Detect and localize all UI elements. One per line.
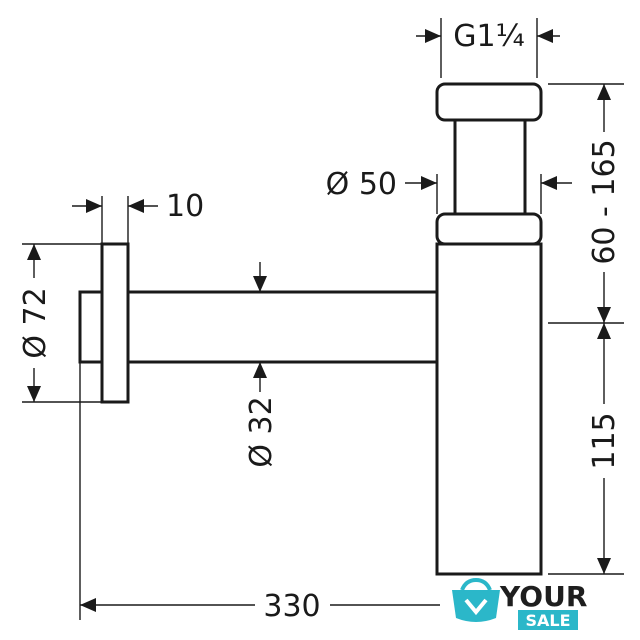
label-flange-diameter: Ø 72 (18, 287, 53, 358)
yoursale-logo: YOUR SALE (452, 577, 587, 630)
trap-body (435, 242, 543, 576)
trap-collar (435, 212, 543, 246)
trap-top-nut (435, 82, 543, 122)
dim-thread: G1¼ (416, 18, 560, 78)
horizontal-pipe (126, 290, 439, 364)
logo-word-top: YOUR (499, 580, 587, 613)
label-thread: G1¼ (453, 19, 524, 54)
label-length: 330 (263, 589, 320, 624)
shopping-bag-icon (452, 577, 500, 622)
dim-flange-thickness: 10 (72, 189, 204, 244)
label-flange-thickness: 10 (166, 189, 204, 224)
wall-stub (78, 290, 104, 364)
dim-flange-diameter: Ø 72 (16, 243, 102, 403)
dim-length: 330 (79, 362, 440, 624)
dim-height-adjust: 60 - 165 (548, 83, 624, 324)
label-height-lower: 115 (587, 412, 622, 469)
label-height-adjust: 60 - 165 (587, 139, 622, 264)
logo-word-bottom: SALE (525, 611, 570, 630)
label-pipe-diameter-top: Ø 50 (326, 167, 397, 202)
dim-height-lower: 115 (548, 323, 624, 575)
wall-flange (100, 242, 130, 404)
dim-pipe-diameter-top: Ø 50 (326, 167, 572, 214)
label-pipe-diameter-side: Ø 32 (244, 396, 279, 467)
dim-pipe-diameter-side: Ø 32 (244, 262, 279, 468)
trap-tube (453, 116, 527, 218)
